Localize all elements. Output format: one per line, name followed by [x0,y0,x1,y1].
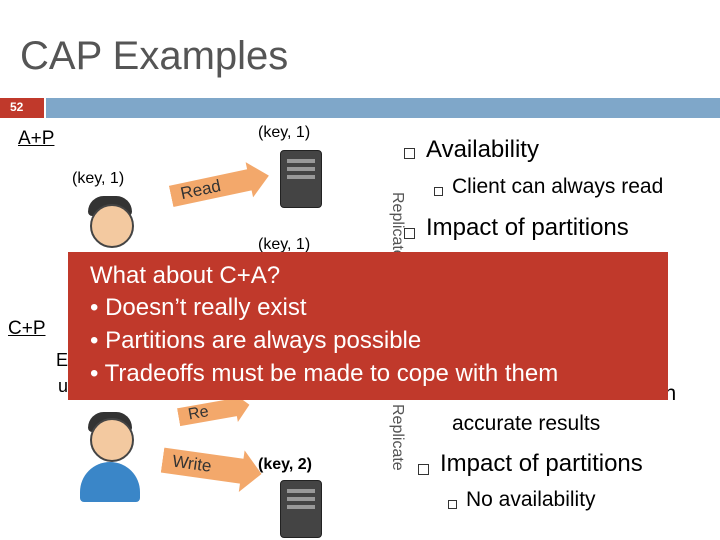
callout-line-3: • Partitions are always possible [90,327,421,355]
impact-2-text: Impact of partitions [440,450,643,478]
title-bar [46,98,720,118]
cp-server-icon [280,480,322,538]
cp-write-arrow: Write [160,439,265,495]
cp-person-body [80,462,140,502]
bullet-icon [434,187,443,196]
cp-partial-u: u [58,376,68,397]
accurate-results-text: accurate results [452,412,600,436]
slide-title: CAP Examples [20,34,288,79]
no-availability-bullet [448,496,457,514]
callout-line-2: • Doesn’t really exist [90,294,306,322]
cp-read-label: Re [187,403,210,424]
cp-partial-e: E [56,350,68,371]
ap-read-arrow: Read [167,158,272,214]
bullet-icon [404,148,415,159]
cp-person-icon [90,418,134,462]
callout-line-4: • Tradeoffs must be made to cope with th… [90,360,558,388]
ap-client-key: (key, 1) [72,170,124,188]
ap-read-label: Read [179,176,223,204]
bullet-icon [448,500,457,509]
cp-replicate-label: Replicate [388,404,406,471]
ap-person-icon [90,204,134,248]
availability-sub-bullet [434,183,443,201]
impact-1-text: Impact of partitions [426,214,629,242]
availability-sub-text: Client can always read [452,175,663,199]
ap-server-key: (key, 1) [258,124,310,142]
ap-server-icon [280,150,322,208]
availability-text: Availability [426,136,539,164]
bullet-icon [404,228,415,239]
ap-heading: A+P [18,128,54,150]
impact-2-bullet [418,462,429,480]
availability-bullet [404,146,415,164]
cp-server-key: (key, 2) [258,456,312,474]
cp-write-label: Write [171,452,213,477]
bullet-icon [418,464,429,475]
callout-line-1: What about C+A? [90,262,280,290]
no-availability-text: No availability [466,488,596,512]
cp-heading: C+P [8,318,46,340]
slide-number: 52 [10,100,23,114]
impact-1-bullet [404,226,415,244]
